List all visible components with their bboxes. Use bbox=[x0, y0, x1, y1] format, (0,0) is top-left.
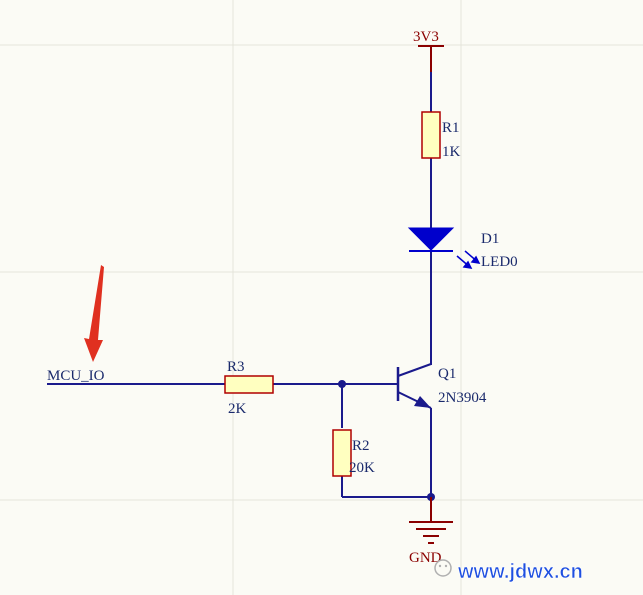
resistor-r3[interactable]: R3 2K bbox=[224, 359, 274, 417]
resistor-r2[interactable]: R2 20K bbox=[332, 429, 375, 477]
power-port-3v3[interactable]: 3V3 bbox=[413, 29, 444, 112]
wires bbox=[47, 158, 432, 522]
r1-designator: R1 bbox=[442, 120, 460, 136]
ground-port[interactable]: GND bbox=[409, 497, 453, 566]
r1-value: 1K bbox=[442, 144, 461, 160]
watermark-text: www.jdwx.cn bbox=[457, 561, 583, 583]
wechat-logo-icon bbox=[434, 559, 452, 577]
pointer-arrow-icon bbox=[84, 265, 104, 362]
r2-value: 20K bbox=[349, 460, 375, 476]
power-label: 3V3 bbox=[413, 29, 439, 45]
led-d1[interactable]: D1 LED0 bbox=[407, 227, 518, 270]
d1-value: LED0 bbox=[481, 254, 518, 270]
resistor-r1[interactable]: R1 1K bbox=[421, 111, 461, 160]
junction-dot-base bbox=[338, 380, 346, 388]
r2-designator: R2 bbox=[352, 438, 370, 454]
r3-value: 2K bbox=[228, 401, 247, 417]
r3-designator: R3 bbox=[227, 359, 245, 375]
led-emission-arrows-icon bbox=[456, 250, 481, 269]
d1-designator: D1 bbox=[481, 231, 499, 247]
ground-label: GND bbox=[409, 550, 442, 566]
q1-designator: Q1 bbox=[438, 366, 456, 382]
watermark: www.jdwx.cn bbox=[434, 559, 583, 583]
q1-value: 2N3904 bbox=[438, 390, 487, 406]
emitter-arrow-icon bbox=[414, 396, 431, 408]
transistor-q1[interactable]: Q1 2N3904 bbox=[396, 363, 487, 409]
net-label-mcu-io[interactable]: MCU_IO bbox=[47, 368, 105, 384]
